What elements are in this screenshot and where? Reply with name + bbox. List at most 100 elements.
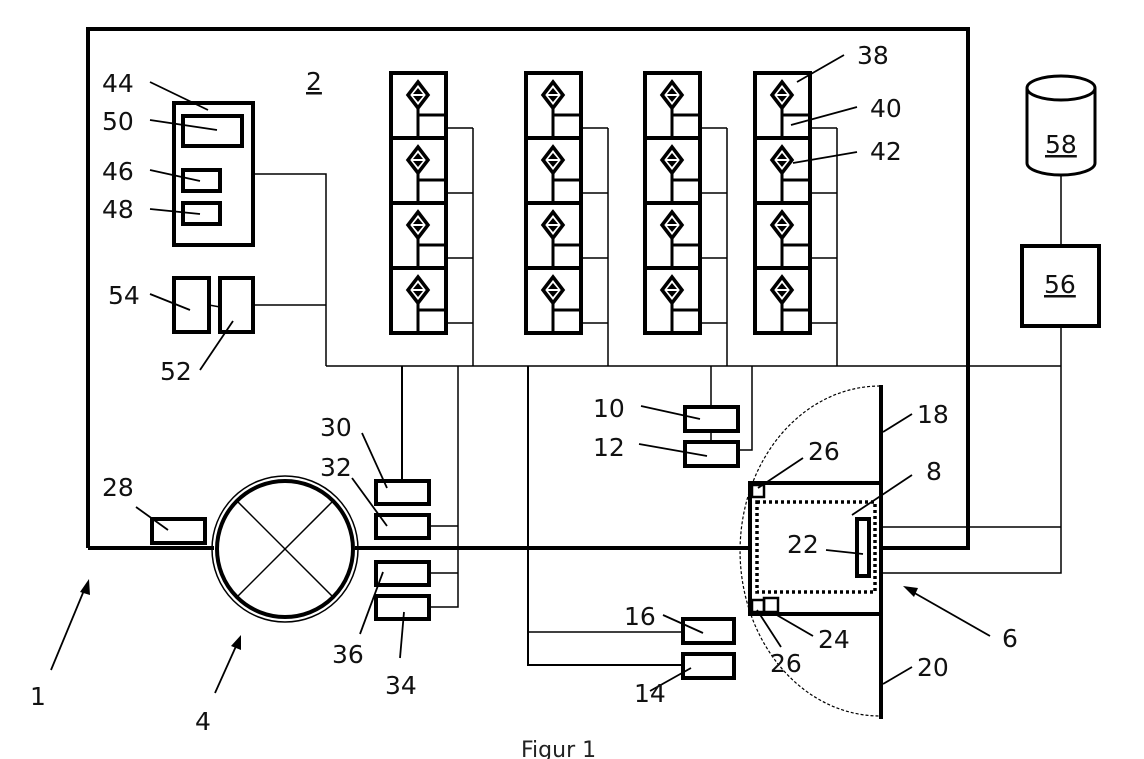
component-30 (376, 481, 429, 504)
leader-24 (775, 614, 813, 636)
component-10 (685, 407, 738, 431)
component-22-bar (857, 519, 869, 576)
component-52 (220, 278, 253, 332)
leader-20 (883, 667, 912, 684)
label-20: 20 (917, 653, 949, 682)
diamond-outline (543, 212, 563, 238)
arrow-1 (51, 579, 90, 670)
diamond-up-down-arrow-icon (543, 82, 563, 108)
label-14: 14 (634, 679, 666, 708)
diamond-up-down-arrow-icon (772, 147, 792, 173)
cylinder-top (1027, 76, 1095, 100)
component-36 (376, 562, 429, 585)
database-58 (1027, 76, 1095, 175)
label-38: 38 (857, 41, 889, 70)
leader-54 (150, 294, 190, 310)
cabinet-columns (391, 73, 837, 366)
diamond-outline (543, 82, 563, 108)
label-58: 58 (1045, 130, 1077, 159)
label-12: 12 (593, 433, 625, 462)
label-44: 44 (102, 69, 134, 98)
label-28: 28 (102, 473, 134, 502)
component-24 (764, 598, 778, 612)
label-50: 50 (102, 107, 134, 136)
controller-44 (174, 103, 253, 245)
diamond-up-down-arrow-icon (662, 147, 682, 173)
label-42: 42 (870, 137, 902, 166)
wire-controller (253, 174, 326, 366)
component-28 (152, 519, 205, 543)
diamond-outline (772, 82, 792, 108)
leader-52 (200, 321, 233, 370)
diamond-up-down-arrow-icon (662, 212, 682, 238)
figure-caption: Figur 1 (521, 738, 596, 759)
diamond-outline (408, 277, 428, 303)
diamond-up-down-arrow-icon (772, 277, 792, 303)
leader-lines (51, 55, 990, 693)
diamond-up-down-arrow-icon (662, 277, 682, 303)
diamond-outline (772, 212, 792, 238)
diamond-up-down-arrow-icon (543, 277, 563, 303)
label-8: 8 (926, 457, 942, 486)
label-24: 24 (818, 625, 850, 654)
label-46: 46 (102, 157, 134, 186)
label-34: 34 (385, 671, 417, 700)
arrow-4 (215, 635, 241, 693)
component-46 (183, 170, 220, 191)
label-48: 48 (102, 195, 134, 224)
label-22: 22 (787, 530, 819, 559)
cabinet-column (645, 73, 727, 366)
diamond-outline (408, 147, 428, 173)
diamond-outline (772, 147, 792, 173)
diamond-outline (662, 277, 682, 303)
label-16: 16 (624, 602, 656, 631)
diamond-up-down-arrow-icon (772, 82, 792, 108)
diamond-up-down-arrow-icon (543, 212, 563, 238)
component-26-top (752, 485, 764, 497)
diamond-outline (662, 212, 682, 238)
leader-38 (797, 55, 844, 82)
diamond-outline (408, 82, 428, 108)
arrow-6 (903, 586, 990, 636)
diamond-up-down-arrow-icon (772, 212, 792, 238)
diamond-up-down-arrow-icon (408, 147, 428, 173)
component-14 (683, 654, 734, 678)
door-assembly (212, 476, 358, 622)
wire-server (880, 326, 1061, 573)
label-36: 36 (332, 640, 364, 669)
wire-to-12 (739, 366, 752, 450)
diamond-outline (772, 277, 792, 303)
label-4: 4 (195, 707, 211, 736)
label-10: 10 (593, 394, 625, 423)
component-32 (376, 515, 429, 538)
diamond-outline (543, 147, 563, 173)
cabinet-column (391, 73, 473, 366)
wire-to-32-36-34 (429, 366, 458, 607)
label-32: 32 (320, 453, 352, 482)
label-6: 6 (1002, 624, 1018, 653)
label-30: 30 (320, 413, 352, 442)
label-40: 40 (870, 94, 902, 123)
leader-42 (793, 152, 857, 163)
diamond-outline (543, 277, 563, 303)
diamond-outline (662, 82, 682, 108)
diamond-up-down-arrow-icon (408, 212, 428, 238)
label-26-bottom: 26 (770, 649, 802, 678)
diamond-up-down-arrow-icon (543, 147, 563, 173)
cabinet-column (755, 73, 837, 366)
diamond-up-down-arrow-icon (408, 277, 428, 303)
label-54: 54 (108, 281, 140, 310)
diamond-outline (662, 147, 682, 173)
diamond-up-down-arrow-icon (662, 82, 682, 108)
leader-18 (883, 414, 912, 432)
cabinet-column (526, 73, 608, 366)
label-18: 18 (917, 400, 949, 429)
component-34 (376, 596, 429, 619)
leader-44 (150, 82, 208, 110)
label-1: 1 (30, 682, 46, 711)
label-56: 56 (1044, 270, 1076, 299)
diamond-up-down-arrow-icon (408, 82, 428, 108)
label-room: 2 (306, 67, 322, 96)
diamond-outline (408, 212, 428, 238)
